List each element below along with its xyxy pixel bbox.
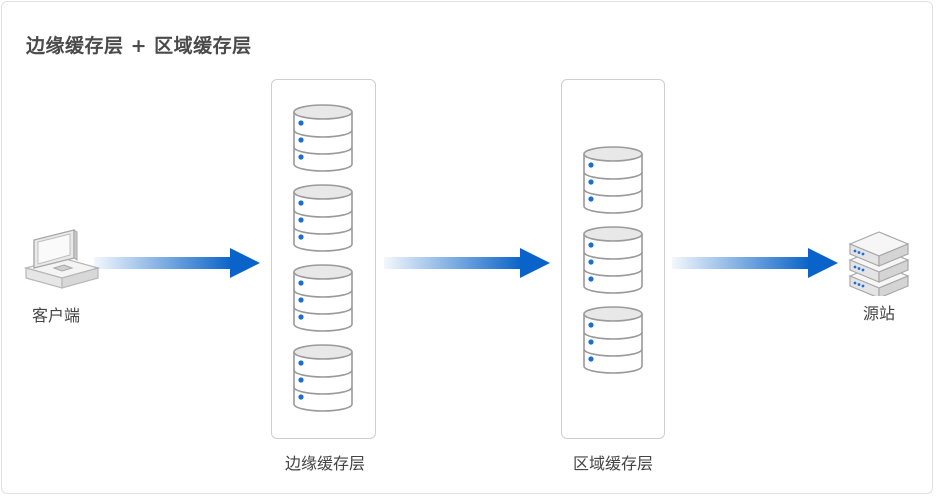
database-icon (291, 103, 355, 173)
arrow-region-to-origin (672, 248, 838, 278)
database-icon (581, 145, 645, 215)
edge-cache-label: 边缘缓存层 (284, 454, 365, 473)
server-stack-icon (848, 231, 910, 296)
arrow-client-to-edge (94, 248, 260, 278)
client-label: 客户端 (31, 306, 80, 325)
computer-icon (24, 229, 100, 289)
arrow-edge-to-region (384, 248, 550, 278)
database-icon (291, 343, 355, 413)
region-cache-label: 区域缓存层 (572, 454, 653, 473)
database-icon (291, 263, 355, 333)
origin-label: 源站 (862, 304, 895, 323)
database-icon (581, 305, 645, 375)
database-icon (581, 225, 645, 295)
diagram-title: 边缘缓存层 + 区域缓存层 (26, 35, 252, 57)
database-icon (291, 183, 355, 253)
